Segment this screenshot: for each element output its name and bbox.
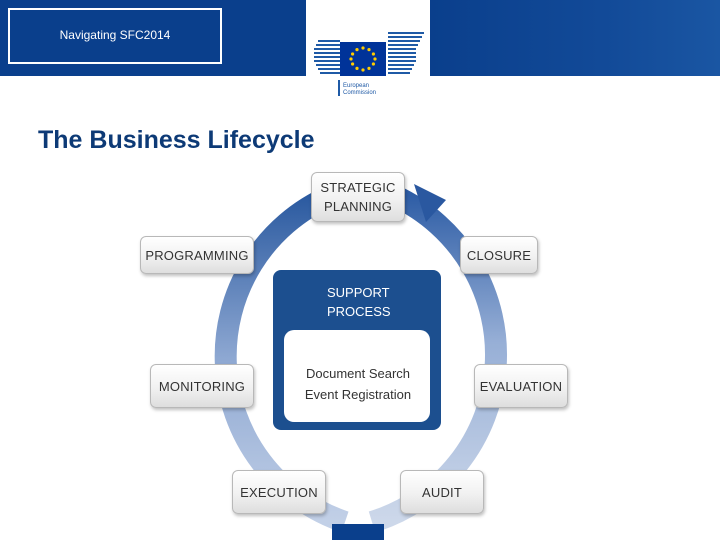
stage-strategic-label: STRATEGIC <box>320 180 396 195</box>
stage-strategic-planning[interactable]: STRATEGIC PLANNING <box>311 172 405 222</box>
cycle-arrow-icon <box>414 184 446 222</box>
utilities-panel <box>284 330 430 422</box>
header-bar-gradient <box>430 0 720 76</box>
utilities-title: UTILITIES <box>324 344 385 359</box>
footer-bar <box>332 524 384 540</box>
support-label: SUPPORT <box>327 285 390 300</box>
page-title: The Business Lifecycle <box>38 126 315 154</box>
stage-monitoring[interactable]: MONITORING <box>150 364 254 408</box>
stage-closure[interactable]: CLOSURE <box>460 236 538 274</box>
process-label: PROCESS <box>327 304 391 319</box>
presentation-title: Navigating SFC2014 <box>8 8 222 64</box>
stage-evaluation[interactable]: EVALUATION <box>474 364 568 408</box>
stage-audit[interactable]: AUDIT <box>400 470 484 514</box>
utility-document-search[interactable]: Document Search <box>305 366 411 381</box>
support-process-label: SUPPORT PROCESS <box>327 283 391 321</box>
utility-event-registration[interactable]: Event Registration <box>304 387 412 402</box>
stage-programming[interactable]: PROGRAMMING <box>140 236 254 274</box>
stage-planning-label: PLANNING <box>323 199 393 214</box>
stage-execution[interactable]: EXECUTION <box>232 470 326 514</box>
